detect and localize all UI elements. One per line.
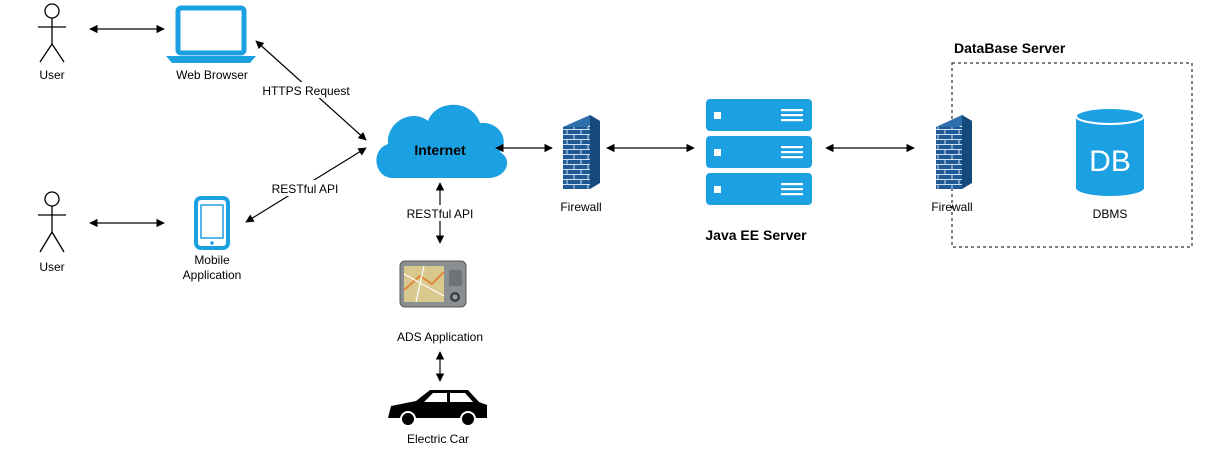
navigation-device-icon [399,260,467,308]
web-browser-label: Web Browser [176,68,248,82]
java-ee-server: Java EE Server [705,99,812,243]
edge-label-restful-ads: RESTful API [407,207,474,221]
electric-car-label: Electric Car [407,432,469,446]
database-server-label: DataBase Server [954,40,1066,56]
electric-car: Electric Car [388,390,487,446]
java-ee-server-label: Java EE Server [705,227,807,243]
ads-application-label: ADS Application [397,330,483,344]
user-top: User [38,3,66,82]
laptop-icon [166,5,256,63]
internet: Internet [376,104,508,178]
user-bottom-label: User [39,260,64,274]
web-browser: Web Browser [166,5,256,82]
ads-application: ADS Application [397,260,483,344]
dbms: DB DBMS [1075,107,1145,221]
db-icon-text: DB [1089,145,1131,178]
mobile-application: Mobile Application [183,196,242,282]
smartphone-icon [194,196,230,250]
firewall-icon [936,115,972,189]
firewall-1-label: Firewall [560,200,601,214]
firewall-2-label: Firewall [931,200,972,214]
database-server-group: DataBase Server Firewall DB DBMS [931,40,1193,248]
server-rack-icon [706,99,812,205]
user-top-label: User [39,68,64,82]
edge-label-restful-mobile: RESTful API [272,182,339,196]
cloud-icon [376,104,508,178]
mobile-application-label-line2: Application [183,268,242,282]
stick-figure-icon [38,3,66,63]
stick-figure-icon [38,191,66,253]
database-server-boundary [951,62,1193,248]
car-icon [388,390,487,427]
internet-label: Internet [414,142,466,158]
dbms-label: DBMS [1093,207,1128,221]
edge-labels: HTTPS Request RESTful API RESTful API [258,82,480,221]
firewall-2: Firewall [931,115,973,214]
user-bottom: User [38,191,66,274]
firewall-1: Firewall [560,115,602,214]
database-icon: DB [1075,107,1145,196]
edge-label-https: HTTPS Request [262,84,350,98]
mobile-application-label-line1: Mobile [194,253,230,267]
firewall-icon [563,115,600,189]
